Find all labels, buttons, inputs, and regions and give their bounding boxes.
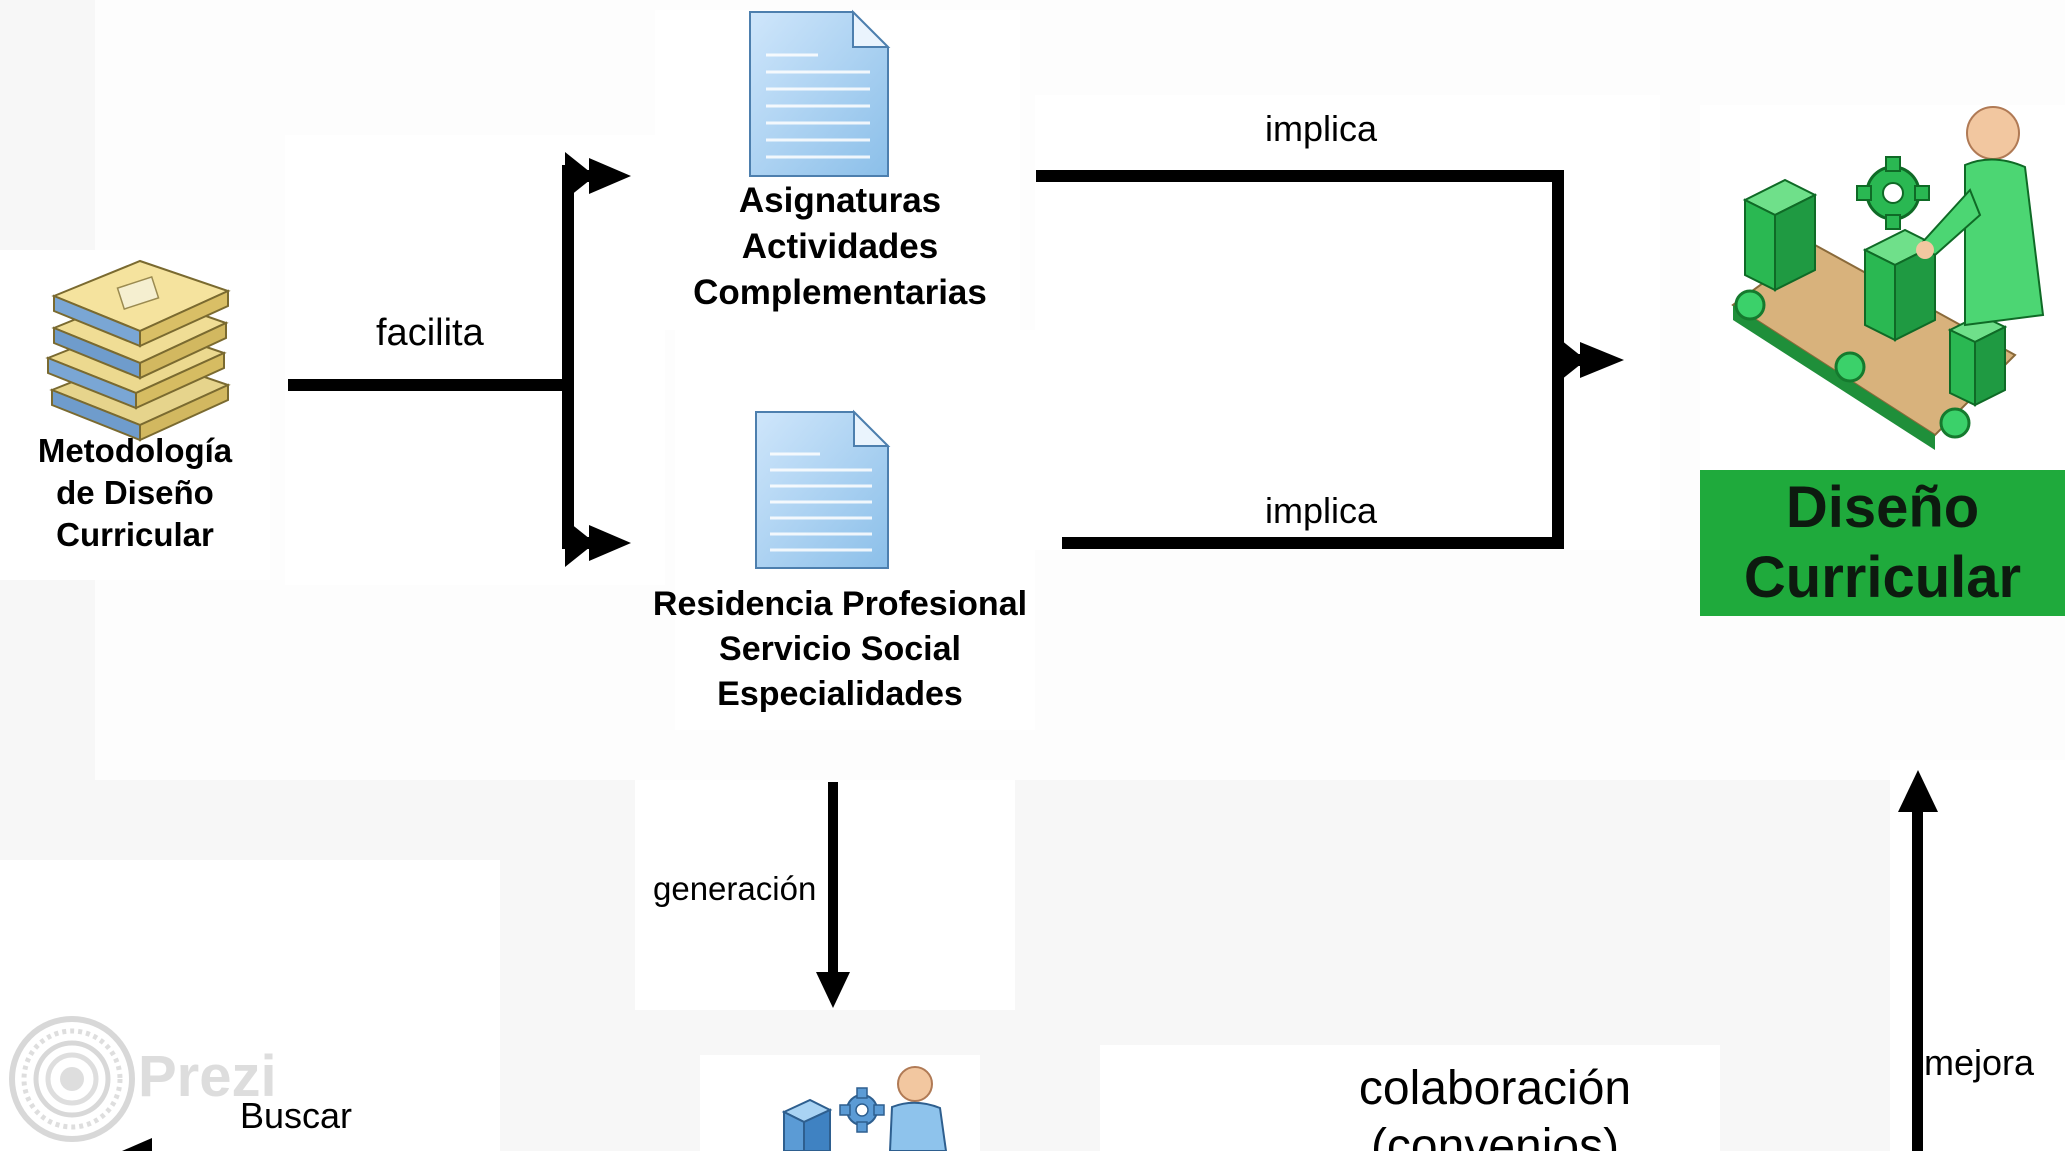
node-label: Metodología de Diseño Curricular <box>15 430 255 556</box>
node-label-line: Metodología <box>37 432 233 469</box>
edge-label-generacion: generación <box>653 870 817 907</box>
arrow-down-icon <box>816 972 850 1008</box>
prezi-wordmark: Prezi <box>138 1044 277 1109</box>
document-icon <box>749 9 891 177</box>
books-icon <box>45 259 231 442</box>
node-label-line: Especialidades <box>717 675 963 713</box>
node-label-line: de Diseño <box>56 474 214 511</box>
assembly-worker-icon <box>1731 106 2045 450</box>
label-line: (convenios) <box>1370 1120 1620 1151</box>
worker-icon <box>781 1066 948 1151</box>
node-label-line: Diseño <box>1785 475 1980 540</box>
node-label-line: Actividades <box>741 227 939 266</box>
edge-label-colaboracion: colaboración (convenios) <box>1290 1060 1700 1151</box>
prezi-logo-icon <box>9 1016 135 1142</box>
arrow-head-icon <box>565 152 631 200</box>
edge-implica-top-line <box>1036 170 1564 182</box>
edge-generacion-line <box>828 782 838 977</box>
edge-label-facilita: facilita <box>376 312 484 354</box>
node-label-line: Complementarias <box>693 273 987 312</box>
edge-mejora-line <box>1912 810 1923 1151</box>
node-label-line: Servicio Social <box>719 630 961 668</box>
canvas-panel <box>1035 95 1660 550</box>
node-label: Asignaturas Actividades Complementarias <box>640 178 1040 316</box>
edge-branch-line <box>562 165 574 545</box>
arrow-left-icon <box>122 1138 152 1151</box>
arrow-head-icon <box>1556 336 1624 384</box>
node-label-line: Curricular <box>56 516 214 553</box>
node-label-line: Curricular <box>1743 545 2022 610</box>
edge-label-mejora: mejora <box>1924 1042 2035 1083</box>
diseno-curricular-box: Diseño Curricular <box>1700 470 2065 616</box>
canvas-panel <box>285 135 665 585</box>
edge-label-buscar: Buscar <box>240 1095 353 1136</box>
edge-label-implica: implica <box>1265 108 1378 149</box>
edge-implica-bottom-line <box>1062 537 1564 549</box>
node-label: Residencia Profesional Servicio Social E… <box>620 582 1060 717</box>
node-label-line: Asignaturas <box>738 181 942 220</box>
edge-facilita-line <box>288 379 570 391</box>
prezi-watermark: Prezi <box>8 1015 278 1145</box>
label-line: colaboración <box>1358 1062 1632 1115</box>
canvas-panel <box>1100 1045 1720 1151</box>
document-icon <box>755 409 891 569</box>
arrow-up-icon <box>1898 770 1938 812</box>
canvas-panel <box>635 780 1015 1010</box>
arrow-head-icon <box>565 519 631 567</box>
node-label-line: Residencia Profesional <box>652 585 1028 623</box>
edge-label-implica: implica <box>1265 490 1378 531</box>
